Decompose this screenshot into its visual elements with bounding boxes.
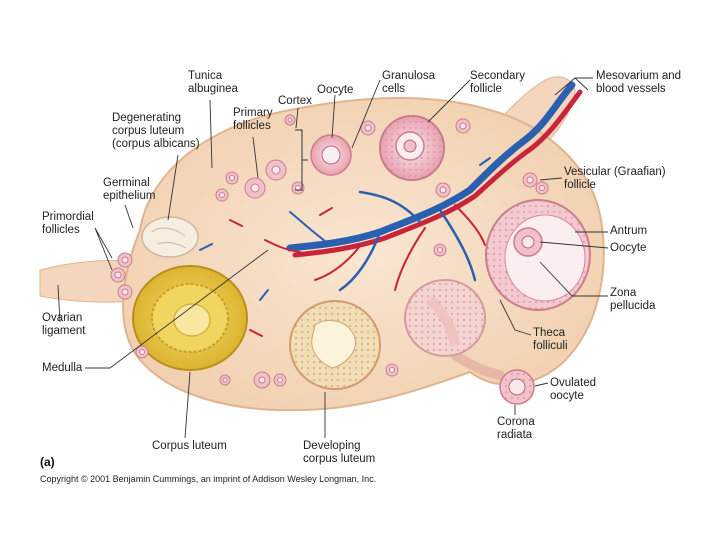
- label-corpus-luteum: Corpus luteum: [152, 440, 227, 453]
- label-vesicular-follicle: Vesicular (Graafian) follicle: [564, 166, 666, 192]
- developing-corpus-luteum: [290, 301, 380, 389]
- panel-letter: (a): [40, 455, 55, 469]
- label-germinal-epithelium: Germinal epithelium: [103, 177, 155, 203]
- label-tunica-albuginea: Tunica albuginea: [188, 70, 238, 96]
- label-granulosa-cells: Granulosa cells: [382, 70, 435, 96]
- label-theca-folliculi: Theca folliculi: [533, 327, 568, 353]
- label-degenerating-corpus-luteum: Degenerating corpus luteum (corpus albic…: [112, 112, 200, 151]
- label-mesovarium: Mesovarium and blood vessels: [596, 70, 681, 96]
- primary-follicle-large: [311, 135, 351, 175]
- label-oocyte-right: Oocyte: [610, 242, 646, 255]
- label-oocyte-top: Oocyte: [317, 84, 353, 97]
- label-primordial-follicles: Primordial follicles: [42, 211, 94, 237]
- label-cortex: Cortex: [278, 95, 312, 108]
- graafian-follicle: [486, 200, 590, 310]
- label-primary-follicles: Primary follicles: [233, 107, 273, 133]
- label-ovarian-ligament: Ovarian ligament: [42, 312, 85, 338]
- label-ovulated-oocyte: Ovulated oocyte: [550, 377, 596, 403]
- label-secondary-follicle: Secondary follicle: [470, 70, 525, 96]
- copyright-notice: Copyright © 2001 Benjamin Cummings, an i…: [40, 474, 376, 484]
- label-medulla: Medulla: [42, 362, 82, 375]
- secondary-follicle: [380, 116, 444, 180]
- corpus-albicans: [142, 217, 198, 257]
- label-developing-corpus-luteum: Developing corpus luteum: [303, 440, 375, 466]
- ruptured-follicle: [405, 280, 485, 356]
- label-antrum: Antrum: [610, 225, 647, 238]
- ovulated-oocyte: [500, 370, 534, 404]
- label-zona-pellucida: Zona pellucida: [610, 287, 655, 313]
- corpus-luteum: [133, 266, 247, 370]
- label-corona-radiata: Corona radiata: [497, 416, 535, 442]
